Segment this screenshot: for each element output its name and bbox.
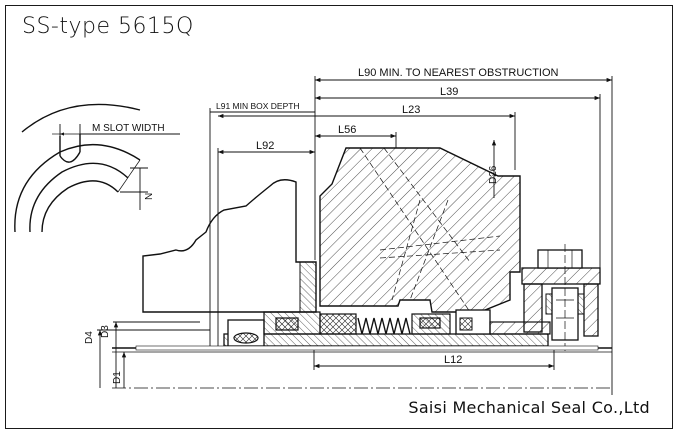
m-slot-width-label: M SLOT WIDTH: [92, 123, 165, 134]
rotary-assembly: [223, 309, 551, 347]
l56-label: L56: [338, 124, 356, 136]
drawing-border: [5, 5, 673, 429]
d4-label: D4: [84, 331, 95, 344]
d1-label: D1: [112, 371, 123, 384]
diameter-dimensions: D4 D3 D1: [84, 321, 210, 388]
slot-detail-view: M SLOT WIDTH N: [14, 103, 180, 233]
top-dimensions: L90 MIN. TO NEAREST OBSTRUCTION L39 L91 …: [209, 67, 613, 395]
l91-label: L91 MIN BOX DEPTH: [216, 101, 300, 111]
l12-dimension: L12: [313, 350, 555, 370]
shaft: [112, 345, 612, 389]
l39-label: L39: [440, 86, 458, 98]
seal-housing: [142, 179, 317, 313]
l92-label: L92: [256, 140, 274, 152]
d3-label: D3: [100, 325, 111, 338]
l12-label: L12: [444, 354, 462, 366]
clamp-assembly: [521, 244, 601, 354]
gland-plate: [319, 147, 521, 313]
company-name: Saisi Mechanical Seal Co.,Ltd: [408, 398, 650, 417]
l23-label: L23: [402, 104, 420, 116]
drawing-title: SS-type 5615Q: [22, 14, 194, 39]
n-label: N: [144, 193, 155, 200]
l90-label: L90 MIN. TO NEAREST OBSTRUCTION: [358, 67, 559, 79]
